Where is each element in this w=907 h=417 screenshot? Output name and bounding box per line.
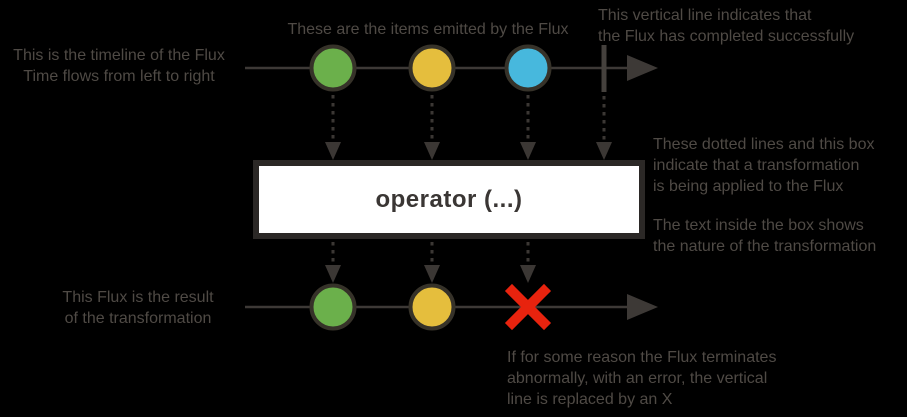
transform-arrowhead-icon	[424, 142, 440, 160]
transform-arrowhead-icon	[520, 265, 536, 283]
source-item-blue	[504, 44, 552, 92]
source-timeline-arrowhead-icon	[627, 55, 658, 81]
result-item-yellow	[408, 283, 456, 331]
source-item-yellow	[408, 44, 456, 92]
source-timeline	[245, 44, 658, 92]
result-timeline	[245, 283, 658, 331]
operator-box: operator (...)	[253, 160, 645, 239]
transform-arrowhead-icon	[596, 142, 612, 160]
transform-arrowhead-icon	[325, 265, 341, 283]
transformation-annotation: These dotted lines and this box indicate…	[653, 136, 875, 195]
transform-arrowhead-icon	[424, 265, 440, 283]
error-x-icon	[504, 283, 552, 331]
result-timeline-arrowhead-icon	[627, 294, 658, 320]
transform-arrowhead-icon	[520, 142, 536, 160]
result-item-green	[309, 283, 357, 331]
transform-arrowhead-icon	[325, 142, 341, 160]
complete-annotation: This vertical line indicates that the Fl…	[598, 7, 855, 45]
timeline-annotation: This is the timeline of the Flux Time fl…	[13, 47, 225, 85]
box-text-annotation: The text inside the box shows the nature…	[653, 217, 877, 255]
items-annotation: These are the items emitted by the Flux	[287, 21, 569, 38]
error-annotation: If for some reason the Flux terminates a…	[507, 349, 777, 408]
transform-arrows-out	[325, 242, 536, 283]
source-item-green	[309, 44, 357, 92]
operator-box-label: operator (...)	[375, 185, 523, 213]
result-annotation: This Flux is the result of the transform…	[62, 289, 214, 327]
transform-arrows-in	[325, 95, 612, 160]
